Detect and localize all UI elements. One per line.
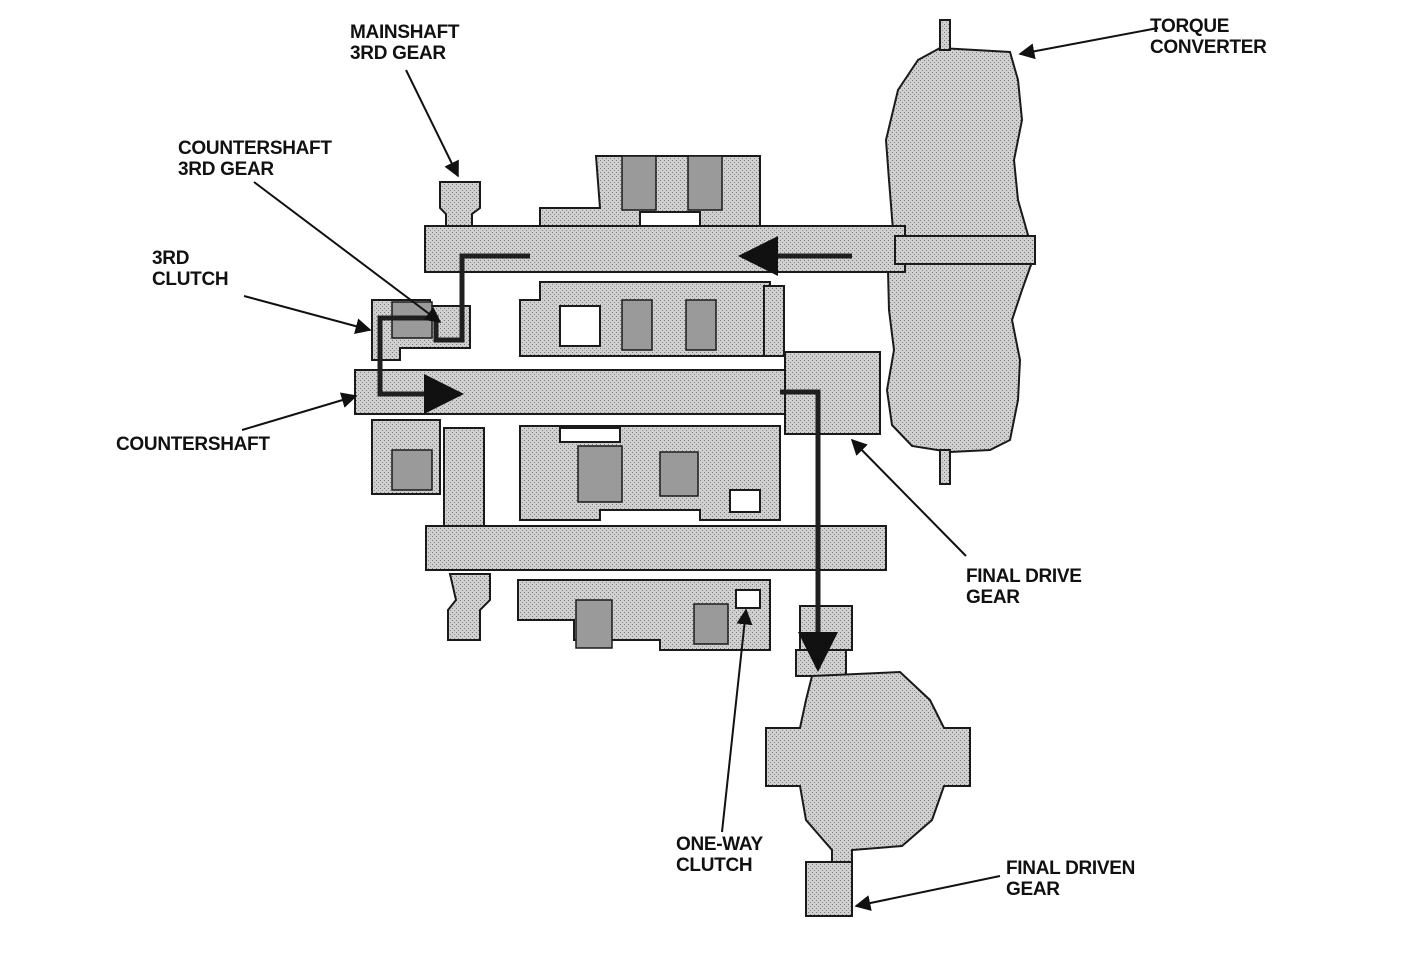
label-line: FINAL DRIVE: [966, 566, 1082, 587]
leader-torque-converter: [1018, 27, 1159, 60]
leader-final-drive-gear: [850, 438, 967, 557]
label-countershaft-3rd-gear: COUNTERSHAFT 3RD GEAR: [178, 138, 332, 180]
label-countershaft: COUNTERSHAFT: [116, 434, 270, 455]
label-line: 3RD GEAR: [178, 159, 274, 180]
leader-one-way-clutch: [721, 608, 753, 833]
label-torque-converter: TORQUE CONVERTER: [1150, 16, 1267, 58]
leader-final-driven-gear: [854, 875, 1001, 911]
label-line: CLUTCH: [676, 855, 753, 876]
leader-3rd-clutch: [243, 295, 372, 334]
label-3rd-clutch: 3RD CLUTCH: [152, 248, 229, 290]
label-line: COUNTERSHAFT: [116, 434, 270, 455]
mid-clutch-assembly: [519, 281, 785, 357]
label-line: FINAL DRIVEN: [1006, 858, 1136, 879]
label-line: MAINSHAFT: [350, 22, 460, 43]
mainshaft-3rd-gear: [439, 181, 481, 227]
final-driven-gear: [765, 605, 971, 917]
sub-shaft-clutch-assembly: [447, 573, 771, 651]
label-line: GEAR: [966, 587, 1020, 608]
label-final-drive-gear: FINAL DRIVE GEAR: [966, 566, 1082, 608]
label-line: COUNTERSHAFT: [178, 138, 332, 159]
leader-countershaft: [241, 392, 358, 431]
label-mainshaft-3rd-gear: MAINSHAFT 3RD GEAR: [350, 22, 459, 64]
label-line: 3RD GEAR: [350, 43, 446, 64]
label-line: 3RD: [152, 248, 190, 269]
leader-countershaft-3rd-gear: [253, 181, 442, 323]
sub-shaft: [425, 525, 887, 571]
third-clutch-housing: [371, 299, 471, 495]
label-one-way-clutch: ONE-WAY CLUTCH: [676, 834, 763, 876]
power-flow-path: [377, 236, 852, 672]
mainshaft-clutch-packs: [539, 155, 761, 227]
leader-lines: [241, 27, 1159, 911]
lower-clutch-assembly: [443, 425, 781, 529]
mainshaft: [424, 225, 1036, 273]
label-line: CONVERTER: [1150, 37, 1267, 58]
label-final-driven-gear: FINAL DRIVEN GEAR: [1006, 858, 1135, 900]
leader-mainshaft-3rd-gear: [405, 69, 459, 178]
label-line: TORQUE: [1150, 16, 1230, 37]
label-line: CLUTCH: [152, 269, 229, 290]
label-line: ONE-WAY: [676, 834, 763, 855]
label-line: GEAR: [1006, 879, 1060, 900]
